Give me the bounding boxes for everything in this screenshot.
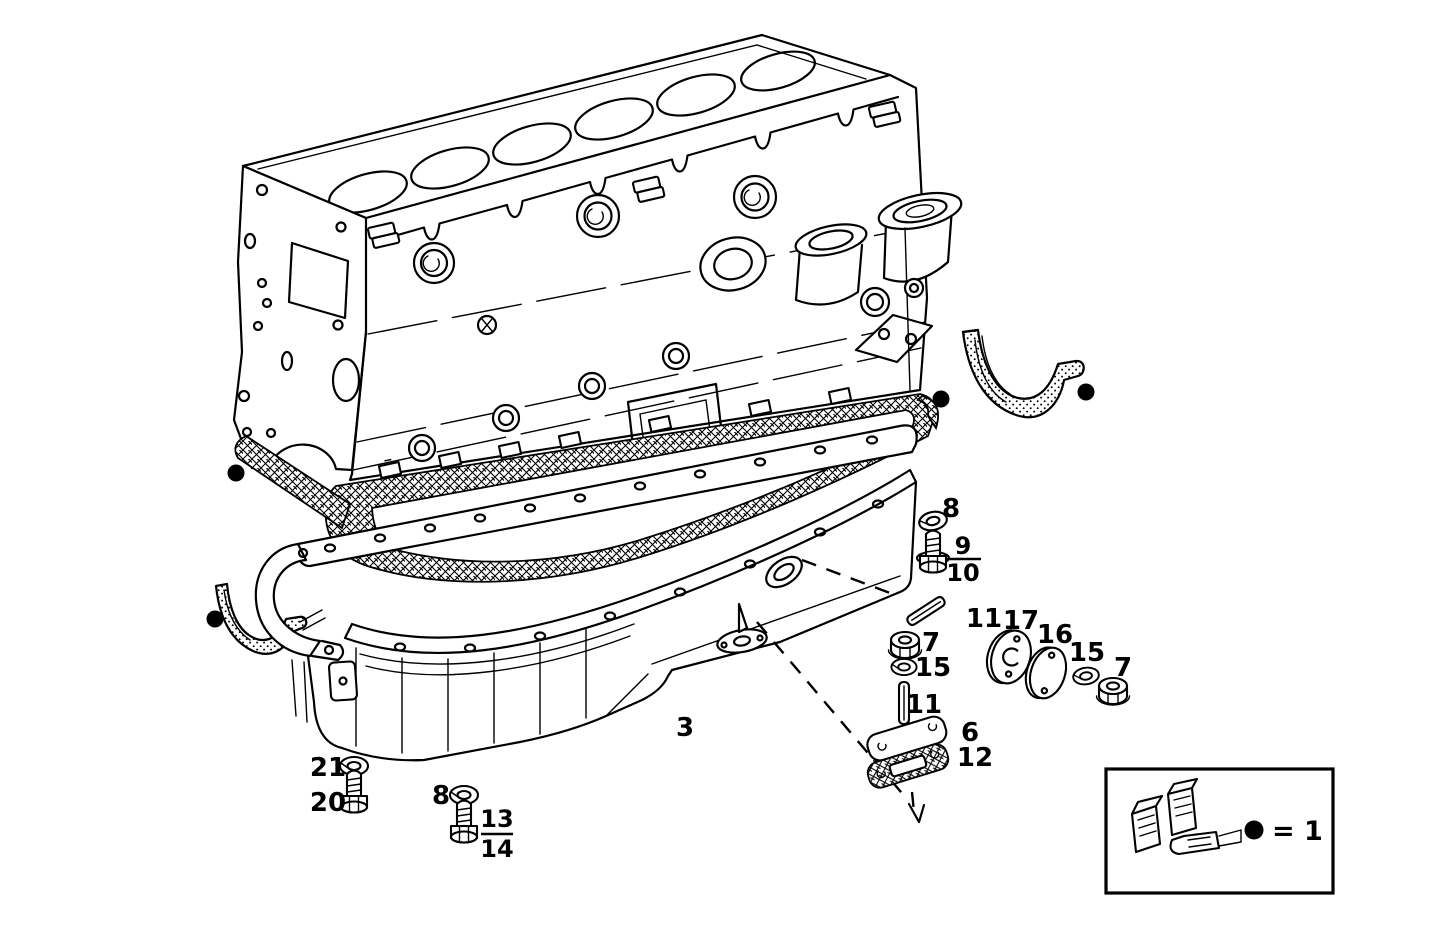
sump-corner-lines [291, 659, 308, 723]
callout-20: 20 [310, 788, 346, 818]
deck-edge-notches [378, 95, 900, 242]
marker-dot-front-gasket [227, 464, 245, 482]
callout-7-left: 7 [922, 628, 940, 658]
deck-inset-line [257, 44, 867, 170]
gasket-front-hook [234, 434, 352, 530]
threaded-boss-2 [575, 193, 621, 239]
sump-body-outline [306, 480, 918, 762]
cover-17 [985, 629, 1032, 685]
pin-11-upper [904, 594, 948, 628]
washer-15-left [890, 657, 918, 677]
flange-bolt-holes-far [323, 435, 879, 553]
sump-flange-near [343, 468, 918, 655]
left-face-slot [287, 241, 350, 320]
sump-front-arch [254, 542, 345, 662]
callout-14: 14 [480, 835, 513, 863]
sump-side-boss [327, 660, 359, 702]
sump-step-edge [605, 673, 649, 717]
callout-13: 13 [480, 805, 513, 833]
callout-8-lower: 8 [432, 781, 450, 811]
bolt-9-10 [915, 529, 951, 574]
engine-block [232, 33, 963, 482]
callout-7-right: 7 [1114, 653, 1132, 683]
cover-16 [1024, 646, 1068, 700]
gasket-set-sketch [1130, 777, 1242, 856]
gasket-12 [866, 743, 950, 789]
callout-11-upper: 11 [966, 604, 1002, 634]
sump-wall-lines [359, 623, 635, 676]
washer-15-right [1071, 665, 1101, 687]
stud-tabs [377, 387, 853, 479]
face-bolt [476, 314, 498, 336]
legend-dot-icon [1244, 820, 1264, 840]
legend-equation: = 1 [1272, 816, 1323, 847]
callout-15-right: 15 [1069, 638, 1105, 668]
pointer-flag [737, 602, 749, 634]
callout-3: 3 [676, 713, 694, 743]
callout-15-left: 15 [915, 653, 951, 683]
threaded-boss-1 [412, 241, 456, 285]
marker-dot-rear-right [1077, 383, 1095, 401]
hardware-bottom-left [338, 755, 480, 844]
callout-21: 21 [310, 753, 346, 783]
callout-6: 6 [961, 718, 979, 748]
sump-oval-opening [765, 555, 803, 589]
drain-plug-boss [716, 602, 768, 654]
bolt-13-14 [449, 799, 479, 844]
bell-flange-line [904, 227, 911, 391]
block-left-face [232, 164, 368, 472]
oil-sump [254, 424, 918, 762]
hardware-right [866, 508, 1131, 789]
sump-step-crease [651, 575, 901, 665]
bell-flange-hole [903, 277, 925, 299]
legend-box: = 1 [1104, 767, 1335, 895]
callout-9: 9 [955, 532, 972, 560]
callout-10: 10 [946, 559, 979, 587]
seal-marker-dots [206, 383, 1095, 628]
callout-17: 17 [1003, 606, 1039, 636]
water-passage-oval [699, 236, 767, 292]
mount-pedestal-2 [877, 191, 963, 283]
callout-12: 12 [957, 743, 993, 773]
callout-labels: 8 9 10 11 17 16 15 7 7 15 11 6 12 3 21 2… [310, 494, 1132, 863]
callout-11-lower: 11 [906, 690, 942, 720]
callout-8-upper: 8 [942, 494, 960, 524]
marker-dot-front-seal [206, 610, 224, 628]
bracket-plate [854, 313, 934, 364]
leader-to-pin [801, 558, 899, 598]
threaded-boss-3 [732, 174, 778, 220]
marker-dot-rear-left [932, 390, 950, 408]
deck-clips [366, 100, 902, 249]
callout-16: 16 [1037, 620, 1073, 650]
flange-bolt-holes-near [393, 499, 885, 653]
core-plugs [407, 286, 891, 463]
leader-arrowhead [907, 802, 926, 824]
block-front-face [348, 73, 963, 482]
mount-pedestal-1 [794, 223, 868, 306]
rear-crescent-seal [961, 328, 1085, 419]
